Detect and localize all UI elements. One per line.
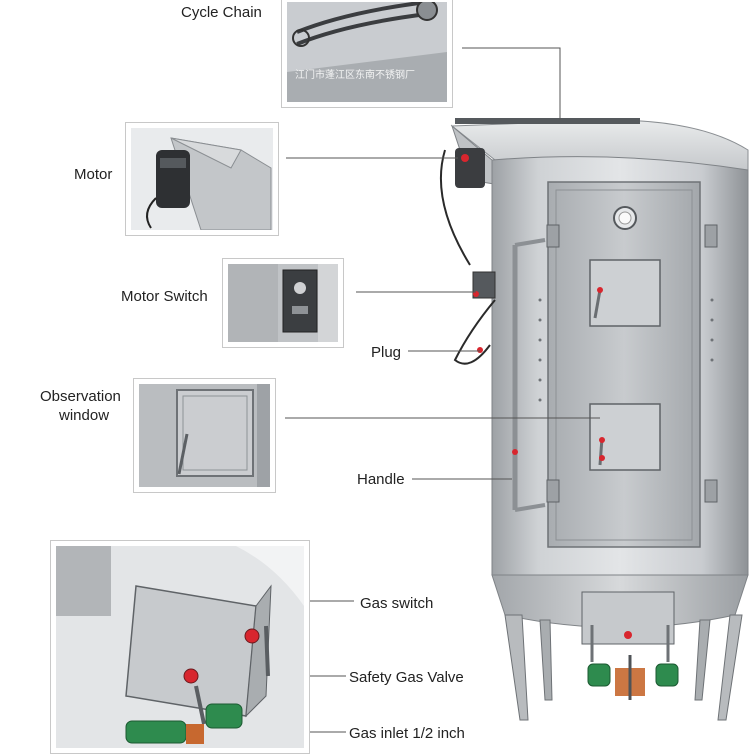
gas-detail-thumbnail	[50, 540, 310, 754]
safety-gas-valve-label: Safety Gas Valve	[349, 669, 464, 686]
plug-label: Plug	[371, 344, 402, 361]
motor-switch-label: Motor Switch	[121, 288, 208, 305]
handle-label: Handle	[357, 471, 405, 488]
observation-window-label-line1: Observation	[40, 388, 121, 405]
cycle-chain-label: Cycle Chain	[181, 4, 262, 21]
watermark-text: 江门市蓬江区东南不锈钢厂	[295, 70, 415, 81]
observation-window-label-line2: window	[59, 407, 110, 424]
gas-switch-label: Gas switch	[360, 595, 434, 612]
observation-window-thumbnail	[133, 378, 276, 493]
motor-thumbnail	[125, 122, 279, 236]
gas-inlet-label: Gas inlet 1/2 inch	[349, 725, 465, 742]
cycle-chain-thumbnail: 江门市蓬江区东南不锈钢厂	[281, 0, 453, 108]
motor-switch-thumbnail	[222, 258, 344, 348]
motor-label: Motor	[74, 166, 113, 183]
